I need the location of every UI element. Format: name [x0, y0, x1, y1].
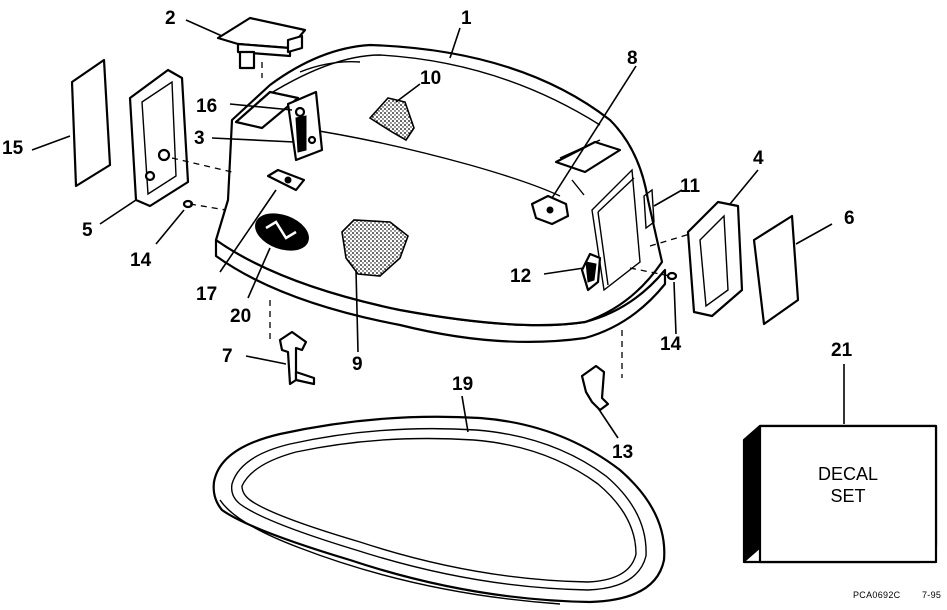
callout-14-left: 14: [130, 250, 152, 271]
decal-part-9: [341, 219, 409, 277]
pad-part-10: [368, 97, 415, 142]
latch-part-3-16: [286, 90, 324, 162]
leader-lines: [31, 19, 845, 439]
callout-labels: 1 2 16 3 10 8 11 4 6 15 5 14 14 12 17 20…: [2, 8, 855, 463]
top-cap-part-2: [216, 16, 307, 78]
callout-8: 8: [627, 48, 638, 69]
hook-part-12: [580, 252, 602, 292]
decal-set-label-line1: DECAL: [818, 464, 878, 484]
callout-16: 16: [196, 96, 217, 117]
callout-20: 20: [230, 306, 251, 327]
frame-part-5: [128, 68, 190, 208]
plate-part-15: [70, 58, 112, 188]
callout-21: 21: [831, 340, 853, 361]
bracket-part-7: [278, 330, 316, 386]
decal-set-label-line2: SET: [830, 486, 865, 506]
decal-set-box-part-21: DECAL SET: [742, 424, 938, 564]
clip-part-17: [266, 168, 306, 192]
figure-code: PCA0692C: [853, 590, 901, 600]
callout-10: 10: [420, 68, 441, 89]
seal-part-19: [212, 415, 666, 605]
callout-3: 3: [194, 128, 205, 149]
plate-part-6: [752, 214, 800, 326]
figure-footer: PCA0692C 7-95: [853, 590, 941, 600]
callout-2: 2: [165, 8, 176, 29]
callout-5: 5: [82, 220, 93, 241]
frame-part-4: [686, 200, 744, 318]
screw-part-14-right: [666, 271, 678, 281]
callout-19: 19: [452, 374, 473, 395]
callout-12: 12: [510, 266, 531, 287]
callout-13: 13: [612, 442, 633, 463]
callout-9: 9: [352, 354, 363, 375]
emblem-part-20: [255, 213, 309, 251]
callout-11: 11: [680, 176, 701, 197]
callout-17: 17: [196, 284, 217, 305]
callout-7: 7: [222, 346, 233, 367]
motor-cover: [214, 43, 667, 343]
callout-15: 15: [2, 138, 24, 159]
knob-part-8: [530, 194, 570, 226]
callout-1: 1: [461, 8, 472, 29]
callout-14-right: 14: [660, 334, 682, 355]
figure-date: 7-95: [922, 590, 941, 600]
alignment-lines: [171, 157, 691, 378]
bracket-part-13: [580, 364, 610, 412]
callout-4: 4: [753, 148, 764, 169]
callout-6: 6: [844, 208, 855, 229]
